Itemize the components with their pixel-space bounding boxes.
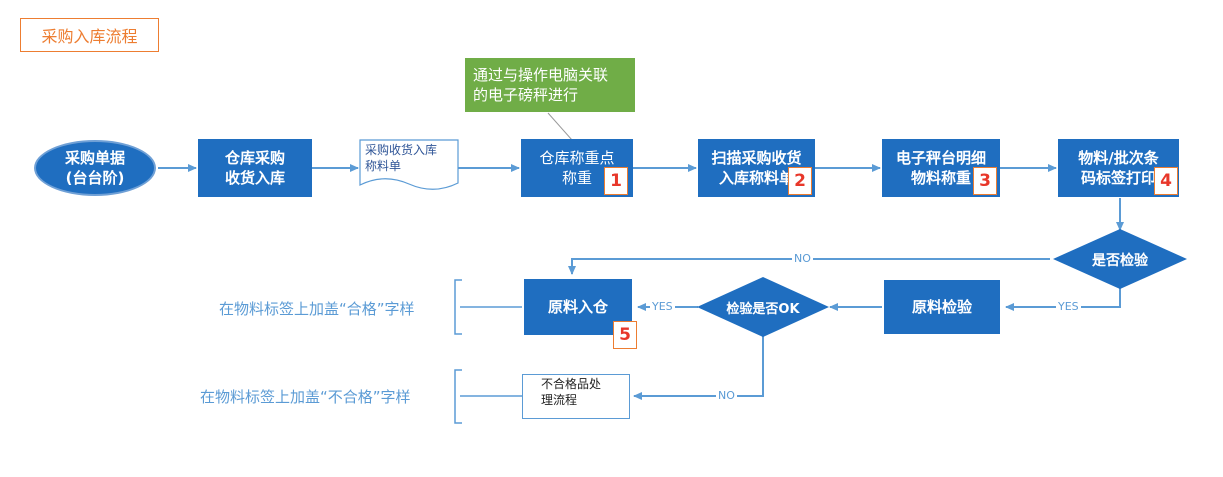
doc-node-line1: 采购收货入库	[365, 143, 438, 157]
arrow-no-to-stock	[568, 258, 1050, 275]
reject-line2: 理流程	[541, 392, 578, 407]
fail-annotation: 在物料标签上加盖“不合格”字样	[200, 388, 411, 406]
page-title: 采购入库流程	[20, 18, 159, 52]
edge-label-yes-left: YES	[650, 300, 675, 313]
doc-shape	[359, 139, 459, 190]
inspect-node: 原料检验	[884, 280, 1000, 334]
pass-bracket	[454, 279, 462, 335]
step-badge-3: 3	[973, 167, 997, 195]
arrow-no-to-reject	[633, 336, 764, 400]
start-node: 采购单据 (台台阶)	[34, 140, 156, 196]
start-node-line2: (台台阶)	[65, 169, 125, 187]
inspect-node-label: 原料检验	[911, 297, 972, 316]
print-node-line1: 物料/批次条	[1078, 148, 1159, 167]
edge-label-no-bottom: NO	[716, 389, 737, 402]
edge-label-yes-right: YES	[1056, 300, 1081, 313]
receive-node-line1: 仓库采购	[224, 148, 285, 167]
stock-node: 原料入仓	[524, 279, 632, 335]
step-badge-1: 1	[604, 167, 628, 195]
scale-node-line2: 物料称重	[910, 169, 971, 187]
scan-node-line2: 入库称料单	[718, 169, 794, 187]
weigh-node-line1: 仓库称重点	[539, 148, 615, 167]
fail-bracket	[454, 369, 462, 424]
start-node-line1: 采购单据	[64, 148, 125, 167]
weigh-node-line2: 称重	[561, 169, 592, 187]
inspect-question-diamond	[1053, 229, 1187, 289]
doc-node: 采购收货入库 称料单	[365, 143, 457, 174]
scale-node-line1: 电子秤台明细	[895, 148, 986, 167]
reject-process-box	[522, 374, 630, 419]
arrow-yes-to-inspect	[1005, 288, 1121, 311]
receive-node-line2: 收货入库	[224, 169, 285, 187]
weighing-note: 通过与操作电脑关联 的电子磅秤进行	[465, 58, 635, 112]
ok-question-diamond	[697, 277, 829, 337]
pass-annotation: 在物料标签上加盖“合格”字样	[219, 300, 415, 318]
weighing-note-line1: 通过与操作电脑关联	[473, 65, 609, 84]
stock-node-label: 原料入仓	[547, 297, 608, 316]
note-callout-line	[547, 112, 573, 141]
edge-label-no-top: NO	[792, 252, 813, 265]
scan-node-line1: 扫描采购收货	[711, 148, 802, 167]
step-badge-4: 4	[1154, 167, 1178, 195]
step-badge-5: 5	[613, 321, 637, 349]
receive-node: 仓库采购 收货入库	[198, 139, 312, 197]
doc-node-line2: 称料单	[365, 158, 402, 173]
print-node-line2: 码标签打印	[1080, 169, 1156, 187]
reject-process-text: 不合格品处 理流程	[541, 377, 613, 408]
inspect-question-label: 是否检验	[1092, 253, 1148, 269]
ok-question-label: 检验是否OK	[726, 302, 800, 317]
reject-line1: 不合格品处	[541, 377, 602, 391]
step-badge-2: 2	[788, 167, 812, 195]
weighing-note-line2: 的电子磅秤进行	[473, 86, 579, 104]
